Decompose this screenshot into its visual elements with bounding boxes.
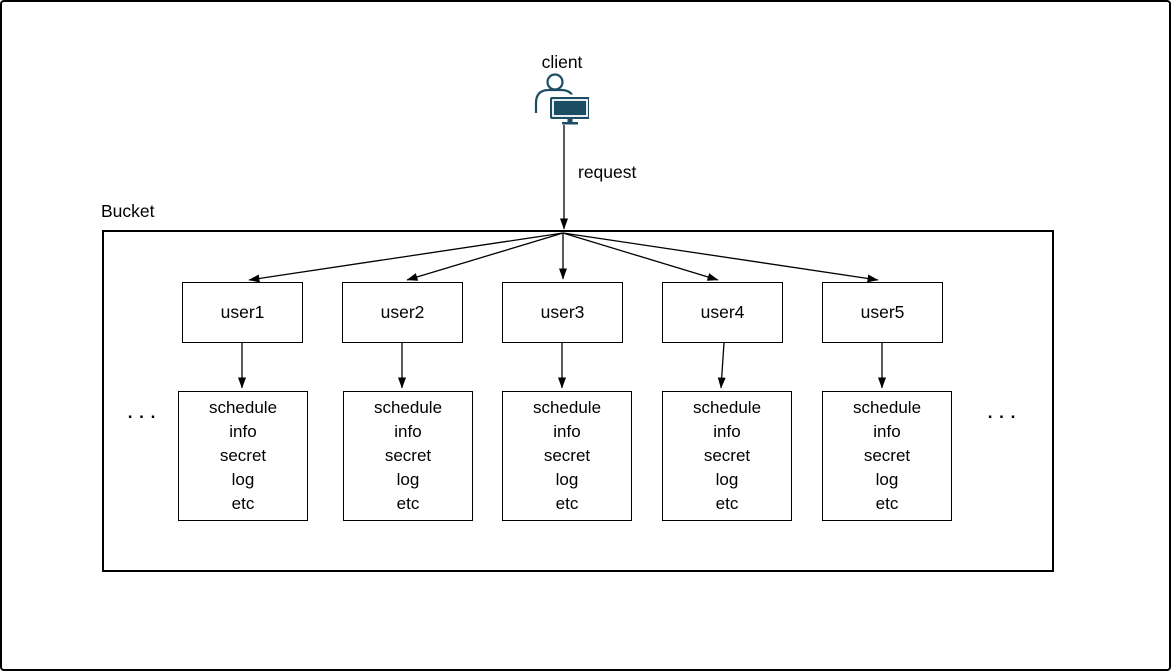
detail-line: etc	[396, 494, 420, 513]
ellipsis-left: . . .	[127, 403, 157, 422]
user1-label: user1	[220, 302, 265, 322]
arrow-bucket-to-user4	[562, 232, 719, 281]
request-label: request	[578, 162, 637, 182]
user5-detail-box: schedule info secret log etc	[822, 391, 952, 521]
bucket-label: Bucket	[101, 201, 155, 221]
user2-label: user2	[380, 302, 425, 322]
arrow-bucket-to-user5	[562, 232, 879, 283]
detail-line: info	[873, 422, 901, 441]
detail-line: schedule	[532, 398, 602, 417]
detail-line: info	[229, 422, 257, 441]
detail-line: schedule	[373, 398, 443, 417]
user2-box: user2	[342, 282, 463, 343]
person-at-computer-icon	[533, 73, 593, 125]
user3-detail-box: schedule info secret log etc	[502, 391, 632, 521]
detail-line: secret	[703, 446, 751, 465]
detail-line: info	[553, 422, 581, 441]
detail-line: log	[231, 470, 255, 489]
detail-line: secret	[219, 446, 267, 465]
detail-line: schedule	[208, 398, 278, 417]
detail-line: schedule	[852, 398, 922, 417]
bucket-box	[102, 230, 1054, 572]
user4-box: user4	[662, 282, 783, 343]
user3-box: user3	[502, 282, 623, 343]
client-label: client	[541, 52, 583, 72]
detail-line: etc	[715, 494, 739, 513]
detail-line: secret	[863, 446, 911, 465]
detail-line: schedule	[692, 398, 762, 417]
detail-line: info	[713, 422, 741, 441]
detail-line: etc	[231, 494, 255, 513]
user5-box: user5	[822, 282, 943, 343]
detail-line: info	[394, 422, 422, 441]
arrow-user4-to-detail	[717, 342, 726, 389]
ellipsis-right: . . .	[987, 403, 1017, 422]
arrow-bucket-to-user2	[406, 232, 564, 281]
detail-line: secret	[384, 446, 432, 465]
user5-label: user5	[860, 302, 905, 322]
user2-detail-box: schedule info secret log etc	[343, 391, 473, 521]
user1-detail-box: schedule info secret log etc	[178, 391, 308, 521]
user1-box: user1	[182, 282, 303, 343]
user4-label: user4	[700, 302, 745, 322]
detail-line: log	[715, 470, 739, 489]
user4-detail-box: schedule info secret log etc	[662, 391, 792, 521]
detail-line: etc	[555, 494, 579, 513]
detail-line: log	[396, 470, 420, 489]
detail-line: log	[875, 470, 899, 489]
detail-line: etc	[875, 494, 899, 513]
user3-label: user3	[540, 302, 585, 322]
detail-line: log	[555, 470, 579, 489]
arrow-bucket-to-user1	[248, 232, 564, 283]
detail-line: secret	[543, 446, 591, 465]
